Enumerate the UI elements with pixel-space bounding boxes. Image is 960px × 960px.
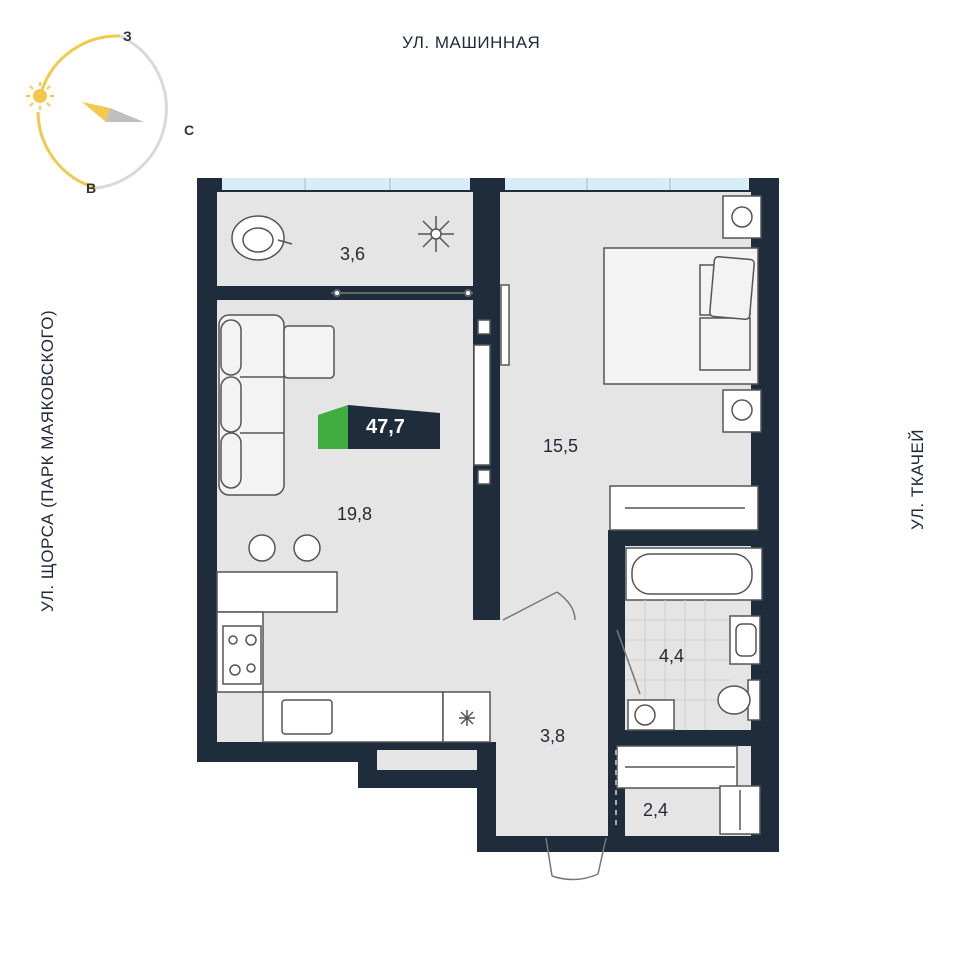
compass	[36, 34, 168, 190]
compass-west: З	[123, 28, 132, 44]
toilet-icon	[717, 679, 761, 721]
street-right: УЛ. ТКАЧЕЙ	[908, 428, 927, 530]
kitchen-counter	[216, 571, 491, 743]
shelf-icon	[616, 745, 761, 835]
bathtub-icon	[625, 547, 763, 601]
bathroom-tiles	[625, 600, 730, 730]
compass-north: С	[184, 122, 195, 138]
street-left: УЛ. ЩОРСА (ПАРК МАЯКОВСКОГО)	[38, 309, 57, 612]
area-hall: 3,8	[540, 726, 566, 746]
area-bedroom: 15,5	[543, 436, 579, 456]
fridge-icon	[459, 710, 475, 726]
sun-icon	[26, 82, 54, 110]
doors	[502, 591, 641, 881]
tv-icon	[473, 284, 510, 485]
sofa-icon	[218, 314, 335, 496]
sink-icon	[729, 615, 761, 665]
nightstand-icon	[722, 195, 762, 433]
washer-icon	[627, 699, 675, 731]
interior-walls	[197, 178, 768, 750]
wardrobe-icon	[609, 485, 759, 531]
area-storage: 2,4	[643, 800, 669, 820]
armchair-icon	[231, 215, 293, 261]
sliding-door	[331, 289, 473, 297]
compass-east: В	[86, 180, 97, 196]
bed-icon	[603, 247, 759, 385]
hall-floor	[496, 612, 608, 836]
total-area-value: 47,7	[366, 416, 405, 438]
area-bathroom: 4,4	[659, 646, 685, 666]
area-living: 19,8	[337, 504, 373, 524]
stools-icon	[248, 534, 321, 562]
total-area-badge	[318, 405, 440, 449]
street-top: УЛ. МАШИННАЯ	[402, 33, 541, 52]
area-balcony: 3,6	[340, 244, 366, 264]
plant-icon	[418, 216, 454, 252]
windows	[222, 178, 749, 190]
